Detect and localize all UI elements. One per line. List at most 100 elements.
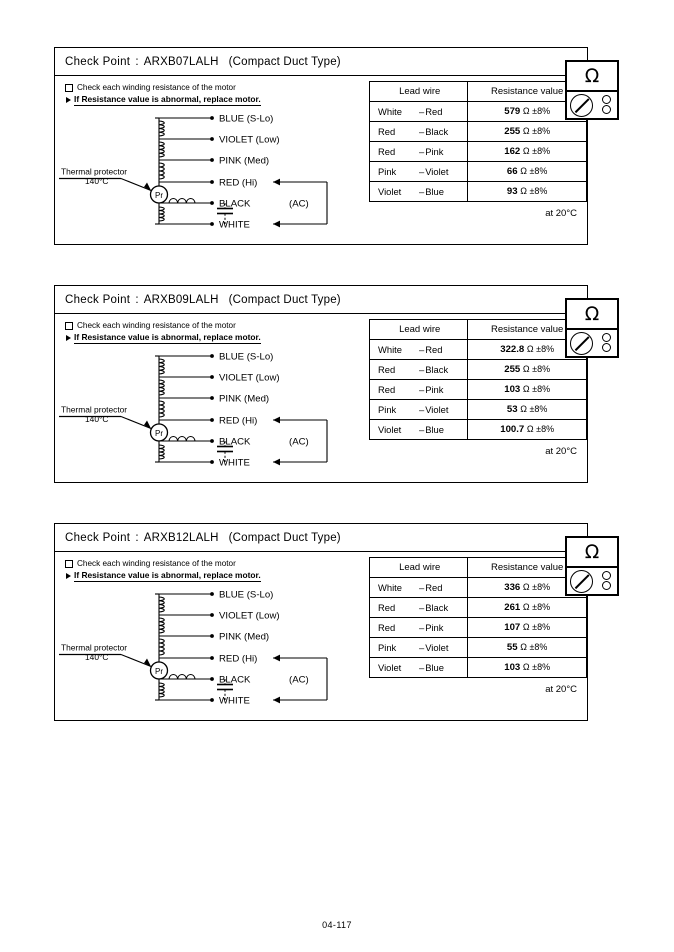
instruction-text: Check each winding resistance of the mot… xyxy=(77,83,236,92)
meter-terminal-icon xyxy=(602,581,611,590)
checkbox-icon xyxy=(65,322,73,330)
meter-face xyxy=(567,568,617,594)
checkbox-icon xyxy=(65,84,73,92)
table-row: Pink–Violet 53 Ω ±8% xyxy=(368,399,587,420)
instruction-line-1: Check each winding resistance of the mot… xyxy=(65,558,587,569)
block-body: Ω Check each winding resistance of the m… xyxy=(55,60,619,231)
resistance-value-cell: 66 Ω ±8% xyxy=(467,161,587,182)
meter-terminal-icon xyxy=(602,105,611,114)
meter-terminal-icon xyxy=(602,333,611,342)
svg-text:PINK (Med): PINK (Med) xyxy=(219,156,269,167)
resistance-value-cell: 107 Ω ±8% xyxy=(467,617,587,638)
table-row: Red–Black 255 Ω ±8% xyxy=(368,359,587,380)
svg-text:PINK (Med): PINK (Med) xyxy=(219,632,269,643)
table-row: Violet–Blue 93 Ω ±8% xyxy=(368,181,587,202)
meter-dial-icon xyxy=(570,94,593,117)
ohmmeter-icon: Ω xyxy=(565,536,619,596)
instruction-text-emphasis: If Resistance value is abnormal, replace… xyxy=(74,570,261,582)
table-row: Pink–Violet 66 Ω ±8% xyxy=(368,161,587,182)
svg-text:Thermal protector: Thermal protector xyxy=(61,643,127,653)
col-header-lead-wire: Lead wire xyxy=(368,557,469,578)
motor-winding-diagram: Pr BLUE (S-Lo) VIOLET (Low) PINK (Med) RED (… xyxy=(59,582,359,707)
omega-symbol: Ω xyxy=(567,62,617,92)
meter-terminal-icon xyxy=(602,571,611,580)
resistance-table: Lead wire Resistance value White–Red 336… xyxy=(368,557,587,678)
table-row: White–Red 322.8 Ω ±8% xyxy=(368,339,587,360)
svg-text:RED (Hi): RED (Hi) xyxy=(219,654,257,665)
svg-text:VIOLET (Low): VIOLET (Low) xyxy=(219,611,280,622)
temperature-note: at 20°C xyxy=(545,446,577,457)
block-header: Check Point : ARXB09LALH (Compact Duct T… xyxy=(55,286,587,314)
block-body: Ω Check each winding resistance of the m… xyxy=(55,536,619,707)
lead-wire-cell: White–Red xyxy=(368,339,469,360)
svg-text:VIOLET (Low): VIOLET (Low) xyxy=(219,373,280,384)
svg-text:RED (Hi): RED (Hi) xyxy=(219,416,257,427)
svg-text:140°C: 140°C xyxy=(85,176,108,186)
instructions: Check each winding resistance of the mot… xyxy=(55,76,587,106)
instructions: Check each winding resistance of the mot… xyxy=(55,552,587,582)
table-row: Red–Pink 107 Ω ±8% xyxy=(368,617,587,638)
lead-wire-cell: Red–Pink xyxy=(368,617,469,638)
svg-text:BLACK: BLACK xyxy=(219,199,251,210)
omega-symbol: Ω xyxy=(567,300,617,330)
instruction-line-2: If Resistance value is abnormal, replace… xyxy=(65,570,587,582)
svg-text:(AC): (AC) xyxy=(289,199,309,210)
meter-dial-icon xyxy=(570,570,593,593)
instruction-text-emphasis: If Resistance value is abnormal, replace… xyxy=(74,94,261,106)
lead-wire-cell: Pink–Violet xyxy=(368,399,469,420)
table-row: Red–Pink 103 Ω ±8% xyxy=(368,379,587,400)
svg-text:140°C: 140°C xyxy=(85,414,108,424)
block-header: Check Point : ARXB07LALH (Compact Duct T… xyxy=(55,48,587,76)
col-header-lead-wire: Lead wire xyxy=(368,319,469,340)
lead-wire-cell: Pink–Violet xyxy=(368,161,469,182)
instruction-text: Check each winding resistance of the mot… xyxy=(77,321,236,330)
model-number: ARXB07LALH xyxy=(143,55,219,68)
lead-wire-cell: Pink–Violet xyxy=(368,637,469,658)
table-header-row: Lead wire Resistance value xyxy=(368,81,587,102)
triangle-bullet-icon xyxy=(66,334,71,341)
svg-text:BLACK: BLACK xyxy=(219,675,251,686)
header-colon: : xyxy=(135,55,139,68)
resistance-value-cell: 55 Ω ±8% xyxy=(467,637,587,658)
table-row: White–Red 579 Ω ±8% xyxy=(368,101,587,122)
temperature-note: at 20°C xyxy=(545,684,577,695)
triangle-bullet-icon xyxy=(66,96,71,103)
instruction-text-emphasis: If Resistance value is abnormal, replace… xyxy=(74,332,261,344)
svg-text:140°C: 140°C xyxy=(85,652,108,662)
svg-text:WHITE: WHITE xyxy=(219,696,250,707)
meter-terminal-icon xyxy=(602,343,611,352)
omega-symbol: Ω xyxy=(567,538,617,568)
instruction-line-2: If Resistance value is abnormal, replace… xyxy=(65,94,587,106)
lead-wire-cell: Red–Black xyxy=(368,121,469,142)
lead-wire-cell: White–Red xyxy=(368,101,469,122)
resistance-value-cell: 53 Ω ±8% xyxy=(467,399,587,420)
resistance-table: Lead wire Resistance value White–Red 579… xyxy=(368,81,587,202)
svg-text:Pr: Pr xyxy=(155,667,163,676)
resistance-value-cell: 255 Ω ±8% xyxy=(467,121,587,142)
svg-text:Pr: Pr xyxy=(155,429,163,438)
col-header-lead-wire: Lead wire xyxy=(368,81,469,102)
resistance-table: Lead wire Resistance value White–Red 322… xyxy=(368,319,587,440)
block-body: Ω Check each winding resistance of the m… xyxy=(55,298,619,469)
header-colon: : xyxy=(135,293,139,306)
svg-text:WHITE: WHITE xyxy=(219,220,250,231)
block-header: Check Point : ARXB12LALH (Compact Duct T… xyxy=(55,524,587,552)
table-row: Red–Pink 162 Ω ±8% xyxy=(368,141,587,162)
svg-text:Thermal protector: Thermal protector xyxy=(61,405,127,415)
svg-text:RED (Hi): RED (Hi) xyxy=(219,178,257,189)
svg-text:BLUE (S-Lo): BLUE (S-Lo) xyxy=(219,590,273,601)
table-row: Violet–Blue 100.7 Ω ±8% xyxy=(368,419,587,440)
table-row: White–Red 336 Ω ±8% xyxy=(368,577,587,598)
check-point-block: Check Point : ARXB12LALH (Compact Duct T… xyxy=(54,523,619,721)
check-point-label: Check Point xyxy=(65,531,131,544)
instruction-text: Check each winding resistance of the mot… xyxy=(77,559,236,568)
lead-wire-cell: Red–Black xyxy=(368,359,469,380)
lead-wire-cell: Violet–Blue xyxy=(368,657,469,678)
svg-text:Thermal protector: Thermal protector xyxy=(61,167,127,177)
ohmmeter-icon: Ω xyxy=(565,298,619,358)
table-row: Violet–Blue 103 Ω ±8% xyxy=(368,657,587,678)
check-point-block: Check Point : ARXB09LALH (Compact Duct T… xyxy=(54,285,619,483)
meter-face xyxy=(567,330,617,356)
table-header-row: Lead wire Resistance value xyxy=(368,319,587,340)
